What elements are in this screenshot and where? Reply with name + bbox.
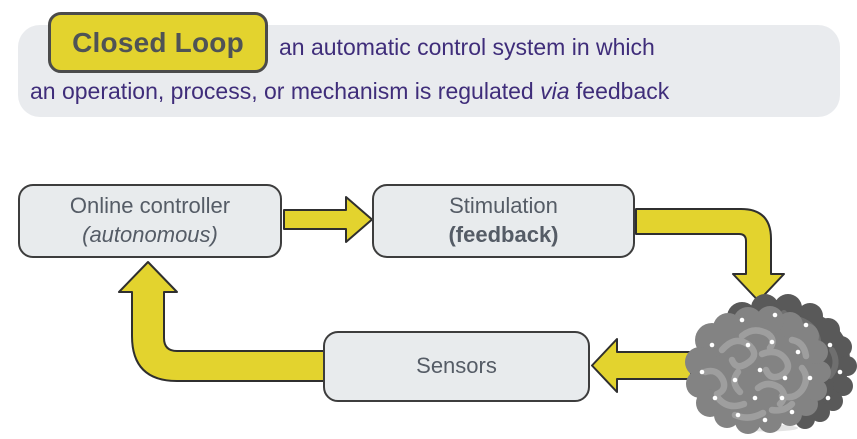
arrow-elbow-down-icon [635, 208, 785, 302]
electrode-dots [699, 312, 843, 423]
brain-icon [685, 294, 857, 434]
node-sensors-title: Sensors [416, 353, 497, 379]
term-label: Closed Loop [72, 26, 244, 58]
node-stimulation-title: Stimulation [449, 193, 558, 219]
node-controller-title: Online controller [69, 193, 231, 219]
node-online-controller: Online controller (autonomous) [18, 184, 282, 258]
term-badge: Closed Loop [48, 12, 268, 73]
node-stimulation-subtitle: (feedback) [448, 222, 559, 247]
arrow-elbow-up-icon [118, 261, 325, 382]
definition-text-2: an operation, process, or mechanism is r… [30, 78, 534, 104]
definition-text-via: via [540, 78, 570, 104]
definition-line-1: an automatic control system in which [279, 34, 655, 61]
flow-arrows [118, 196, 785, 393]
definition-line-2: an operation, process, or mechanism is r… [30, 78, 669, 105]
definition-text-1: an automatic control system in which [279, 34, 655, 60]
node-sensors: Sensors [323, 331, 590, 402]
definition-text-3: feedback [575, 78, 670, 104]
node-controller-subtitle: (autonomous) [82, 222, 218, 247]
node-stimulation: Stimulation (feedback) [372, 184, 635, 258]
arrow-right-icon [283, 196, 373, 243]
arrow-left-icon [591, 338, 692, 393]
